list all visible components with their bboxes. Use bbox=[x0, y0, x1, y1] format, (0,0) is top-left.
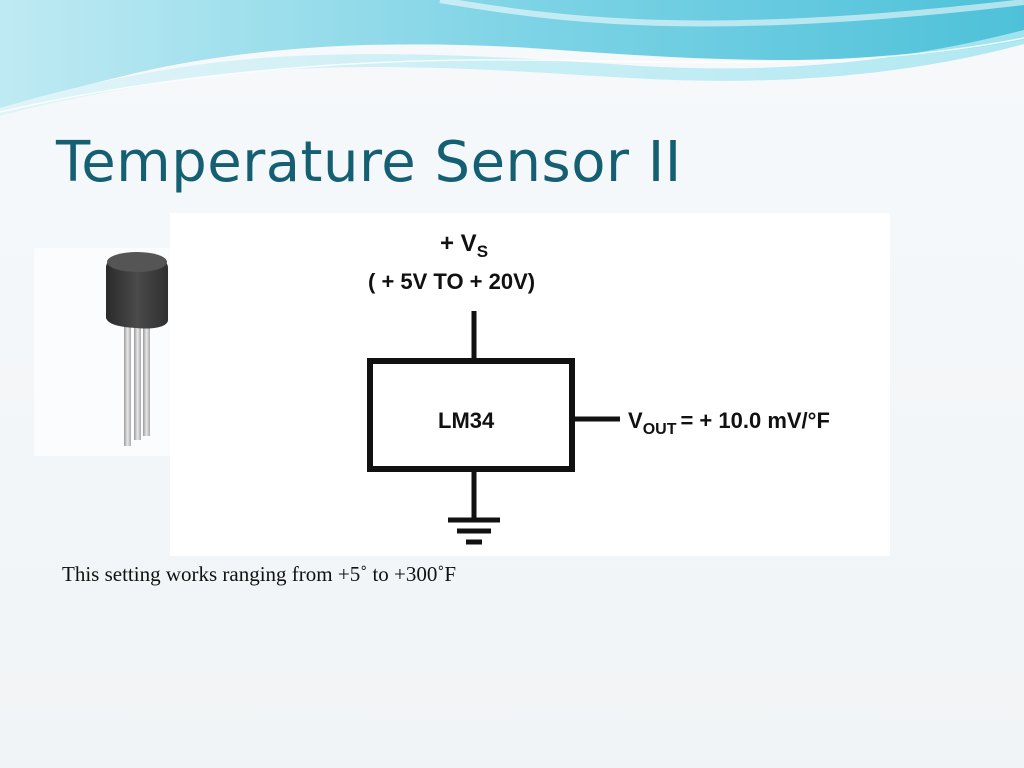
chip-label: LM34 bbox=[438, 408, 495, 433]
supply-range-label: ( + 5V TO + 20V) bbox=[368, 269, 535, 294]
component-photo-panel bbox=[34, 248, 170, 456]
ground-symbol-icon bbox=[448, 517, 500, 545]
header-wave-decoration bbox=[0, 0, 1024, 116]
supply-voltage-label: + VS bbox=[440, 230, 488, 261]
slide-title: Temperature Sensor II bbox=[56, 130, 682, 195]
output-voltage-label: VOUT= + 10.0 mV/°F bbox=[628, 408, 830, 438]
slide-caption: This setting works ranging from +5˚ to +… bbox=[62, 562, 457, 586]
chip-box bbox=[367, 358, 575, 472]
lm34-schematic: + VS ( + 5V TO + 20V) LM34 VOUT= + 10.0 … bbox=[170, 213, 890, 556]
to92-transistor-icon bbox=[106, 252, 168, 446]
